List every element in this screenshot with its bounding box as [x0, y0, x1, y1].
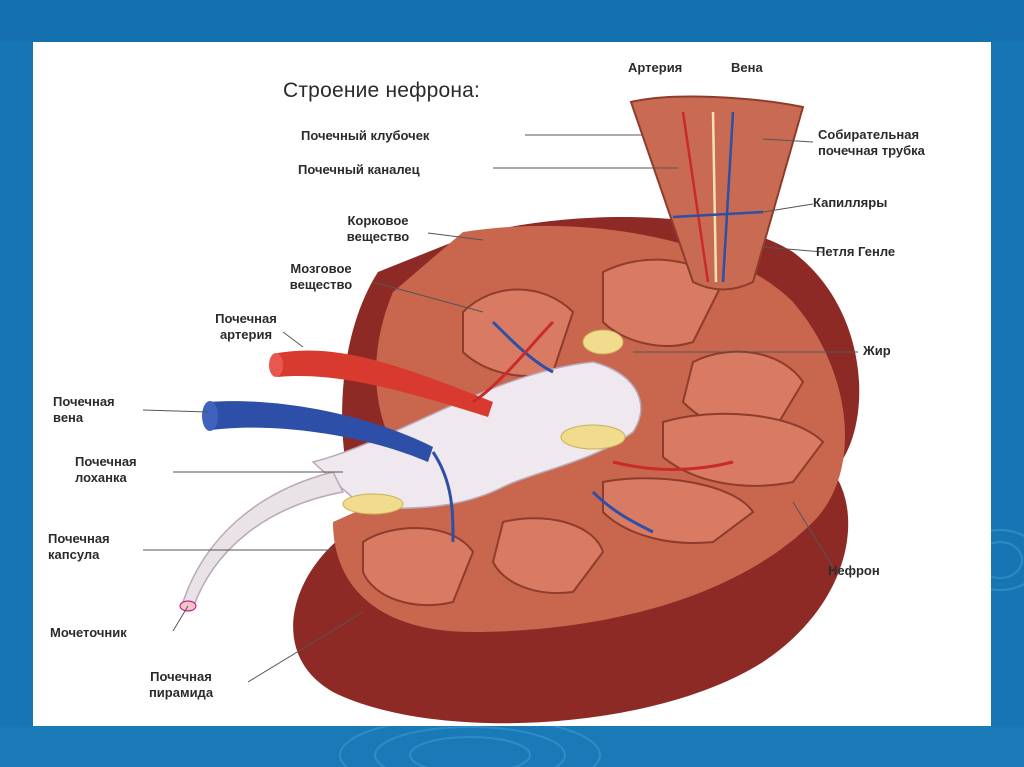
- label-kapsula-line1: Почечная: [48, 531, 110, 546]
- slide-panel: Строение нефрона: Артерия Вена Почечный …: [33, 42, 991, 726]
- label-kapsula-line2: капсула: [48, 547, 99, 562]
- label-piramida-line2: пирамида: [121, 685, 241, 700]
- label-pochechnaya-vena-line1: Почечная: [53, 394, 115, 409]
- fat-3: [343, 494, 403, 514]
- fat-1: [583, 330, 623, 354]
- label-lokhanka-line1: Почечная: [75, 454, 137, 469]
- label-mozgovoe-line1: Мозговое: [261, 261, 381, 276]
- label-pochechnaya-arteriya-line2: артерия: [191, 327, 301, 342]
- label-pochechny-kanalec: Почечный каналец: [298, 162, 420, 177]
- pyramid-1: [463, 290, 573, 376]
- label-pochechnaya-arteriya-line1: Почечная: [191, 311, 301, 326]
- label-sobiratelnaya-line2: почечная трубка: [818, 143, 925, 158]
- label-nefron: Нефрон: [828, 563, 880, 578]
- label-piramida-line1: Почечная: [121, 669, 241, 684]
- label-korkovoe-line2: вещество: [323, 229, 433, 244]
- label-mochetochnik: Мочеточник: [50, 625, 127, 640]
- renal-artery-end: [269, 353, 283, 377]
- label-pochechnaya-vena-line2: вена: [53, 410, 83, 425]
- label-pochechny-klubochek: Почечный клубочек: [301, 128, 429, 143]
- label-vena: Вена: [731, 60, 763, 75]
- renal-vein-end: [202, 401, 218, 431]
- fat-2: [561, 425, 625, 449]
- label-sobiratelnaya-line1: Собирательная: [818, 127, 919, 142]
- label-lokhanka-line2: лоханка: [75, 470, 127, 485]
- label-petlya-genle: Петля Генле: [816, 244, 895, 259]
- label-korkovoe-line1: Корковое: [323, 213, 433, 228]
- label-arteria: Артерия: [628, 60, 682, 75]
- label-zhir: Жир: [863, 343, 891, 358]
- diagram-title: Строение нефрона:: [283, 79, 480, 103]
- label-mozgovoe-line2: вещество: [261, 277, 381, 292]
- label-kapillyary: Капилляры: [813, 195, 887, 210]
